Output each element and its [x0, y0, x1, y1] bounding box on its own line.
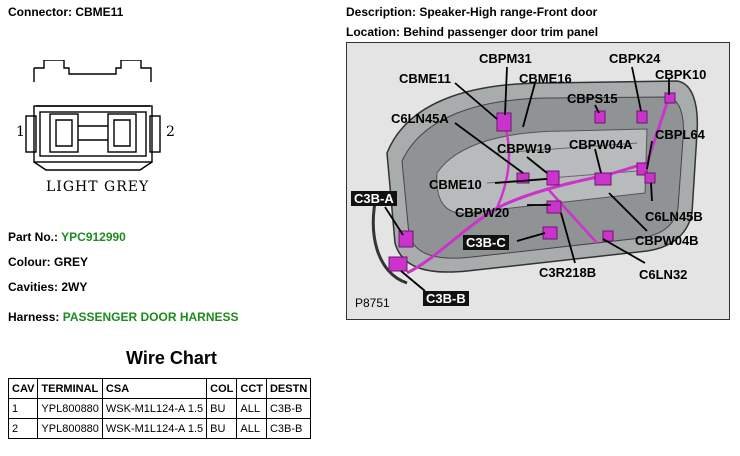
table-cell: C3B-B — [265, 398, 312, 419]
connector-title: Connector: CBME11 — [8, 5, 124, 19]
table-cell: YPL800880 — [37, 418, 103, 439]
table-cell: ALL — [236, 398, 267, 419]
callout-cbme11: CBME11 — [399, 71, 452, 86]
harness-label: Harness: — [8, 310, 60, 324]
col-header: CCT — [236, 378, 267, 399]
callout-cbme10: CBME10 — [429, 177, 482, 192]
callout-c6ln45a: C6LN45A — [391, 111, 449, 126]
col-header: DESTN — [265, 378, 312, 399]
table-cell: 1 — [7, 398, 39, 419]
connector-face-drawing — [25, 60, 161, 171]
callout-cbpm31: CBPM31 — [479, 51, 532, 66]
callout-c3r218b: C3R218B — [539, 265, 597, 280]
part-no-label: Part No.: — [8, 230, 59, 244]
location-text: Location: Behind passenger door trim pan… — [346, 25, 599, 39]
harness-row: Harness: PASSENGER DOOR HARNESS — [8, 310, 239, 324]
callout-cbpw04a: CBPW04A — [569, 137, 633, 152]
table-cell: YPL800880 — [37, 398, 103, 419]
callout-c3b-b: C3B-B — [423, 291, 469, 306]
figure-code: P8751 — [355, 296, 390, 310]
col-header: CSA — [101, 378, 208, 399]
table-cell: 2 — [7, 418, 39, 439]
description-text: Description: Speaker-High range-Front do… — [346, 5, 598, 19]
callout-cbpw04b: CBPW04B — [635, 233, 699, 248]
table-cell: ALL — [236, 418, 267, 439]
callout-cbpw20: CBPW20 — [455, 205, 510, 220]
cavities-text: Cavities: 2WY — [8, 280, 88, 294]
part-no-value: YPC912990 — [61, 230, 126, 244]
pin-1-label: 1 — [16, 124, 25, 140]
table-cell: WSK-M1L124-A 1.5 — [101, 398, 208, 419]
location-photo: CBPM31 CBPK24 CBME11 CBME16 CBPK10 CBPS1… — [346, 42, 730, 320]
part-no-row: Part No.: YPC912990 — [8, 230, 126, 244]
callout-cbpk10: CBPK10 — [655, 67, 707, 82]
callout-cbpw19: CBPW19 — [497, 141, 552, 156]
colour-text: Colour: GREY — [8, 255, 88, 269]
col-header: CAV — [7, 378, 39, 399]
door-panel-illustration — [347, 43, 729, 319]
callout-cbpk24: CBPK24 — [609, 51, 661, 66]
wire-chart-header-row: CAV TERMINAL CSA COL CCT DESTN — [7, 378, 312, 399]
table-cell: WSK-M1L124-A 1.5 — [101, 418, 208, 439]
table-cell: C3B-B — [265, 418, 312, 439]
callout-c3b-c: C3B-C — [463, 235, 509, 250]
table-cell: BU — [206, 398, 238, 419]
wire-chart-title: Wire Chart — [126, 348, 217, 368]
callout-cbme16: CBME16 — [519, 71, 572, 86]
connector-colour-caption: LIGHT GREY — [46, 179, 150, 195]
callout-c3b-a: C3B-A — [351, 191, 397, 206]
wire-chart-table: CAV TERMINAL CSA COL CCT DESTN 1 YPL8008… — [7, 378, 312, 439]
callout-cbpl64: CBPL64 — [655, 127, 705, 142]
table-row: 1 YPL800880 WSK-M1L124-A 1.5 BU ALL C3B-… — [7, 398, 312, 419]
table-cell: BU — [206, 418, 238, 439]
col-header: TERMINAL — [37, 378, 103, 399]
pin-2-label: 2 — [166, 124, 175, 140]
col-header: COL — [206, 378, 238, 399]
harness-value: PASSENGER DOOR HARNESS — [62, 310, 239, 324]
table-row: 2 YPL800880 WSK-M1L124-A 1.5 BU ALL C3B-… — [7, 418, 312, 439]
callout-c6ln32: C6LN32 — [639, 267, 688, 282]
callout-c6ln45b: C6LN45B — [645, 209, 703, 224]
callout-cbps15: CBPS15 — [567, 91, 618, 106]
